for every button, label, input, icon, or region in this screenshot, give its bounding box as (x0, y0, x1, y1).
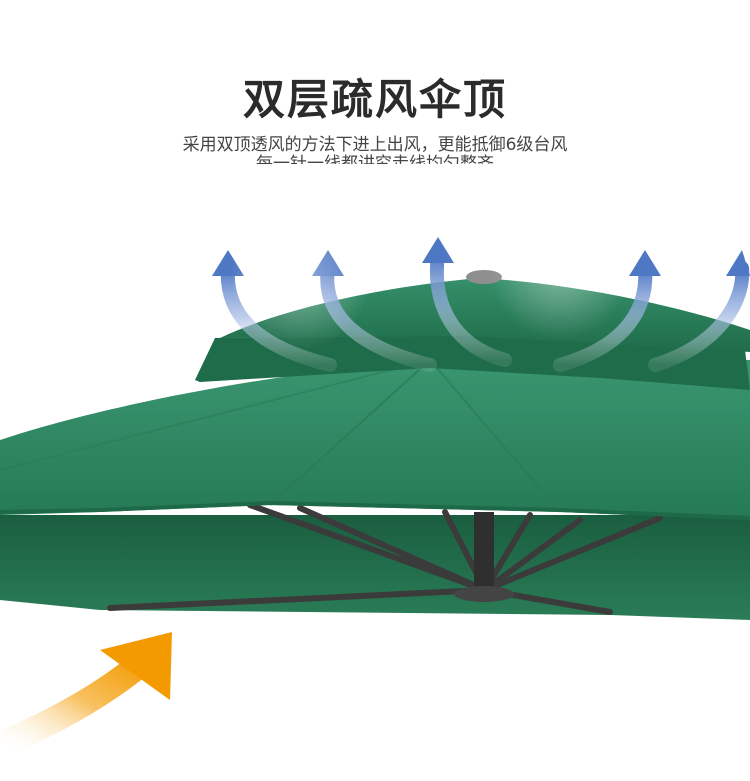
canopy-underside (0, 515, 750, 620)
subline-cut: 每一针一线都讲究走线均匀整齐 (256, 154, 494, 164)
headline: 双层疏风伞顶 (242, 75, 507, 124)
airflow-arrow-orange (0, 647, 158, 758)
umbrella-frame (107, 502, 663, 615)
canopy-hem (0, 500, 750, 520)
umbrella-pole (474, 512, 494, 596)
pole-hub (454, 586, 514, 602)
airflow-arrowhead-orange (100, 632, 172, 700)
subline: 采用双顶透风的方法下进上出风，更能抵御6级台风 (182, 135, 568, 155)
main-canopy (0, 360, 750, 520)
